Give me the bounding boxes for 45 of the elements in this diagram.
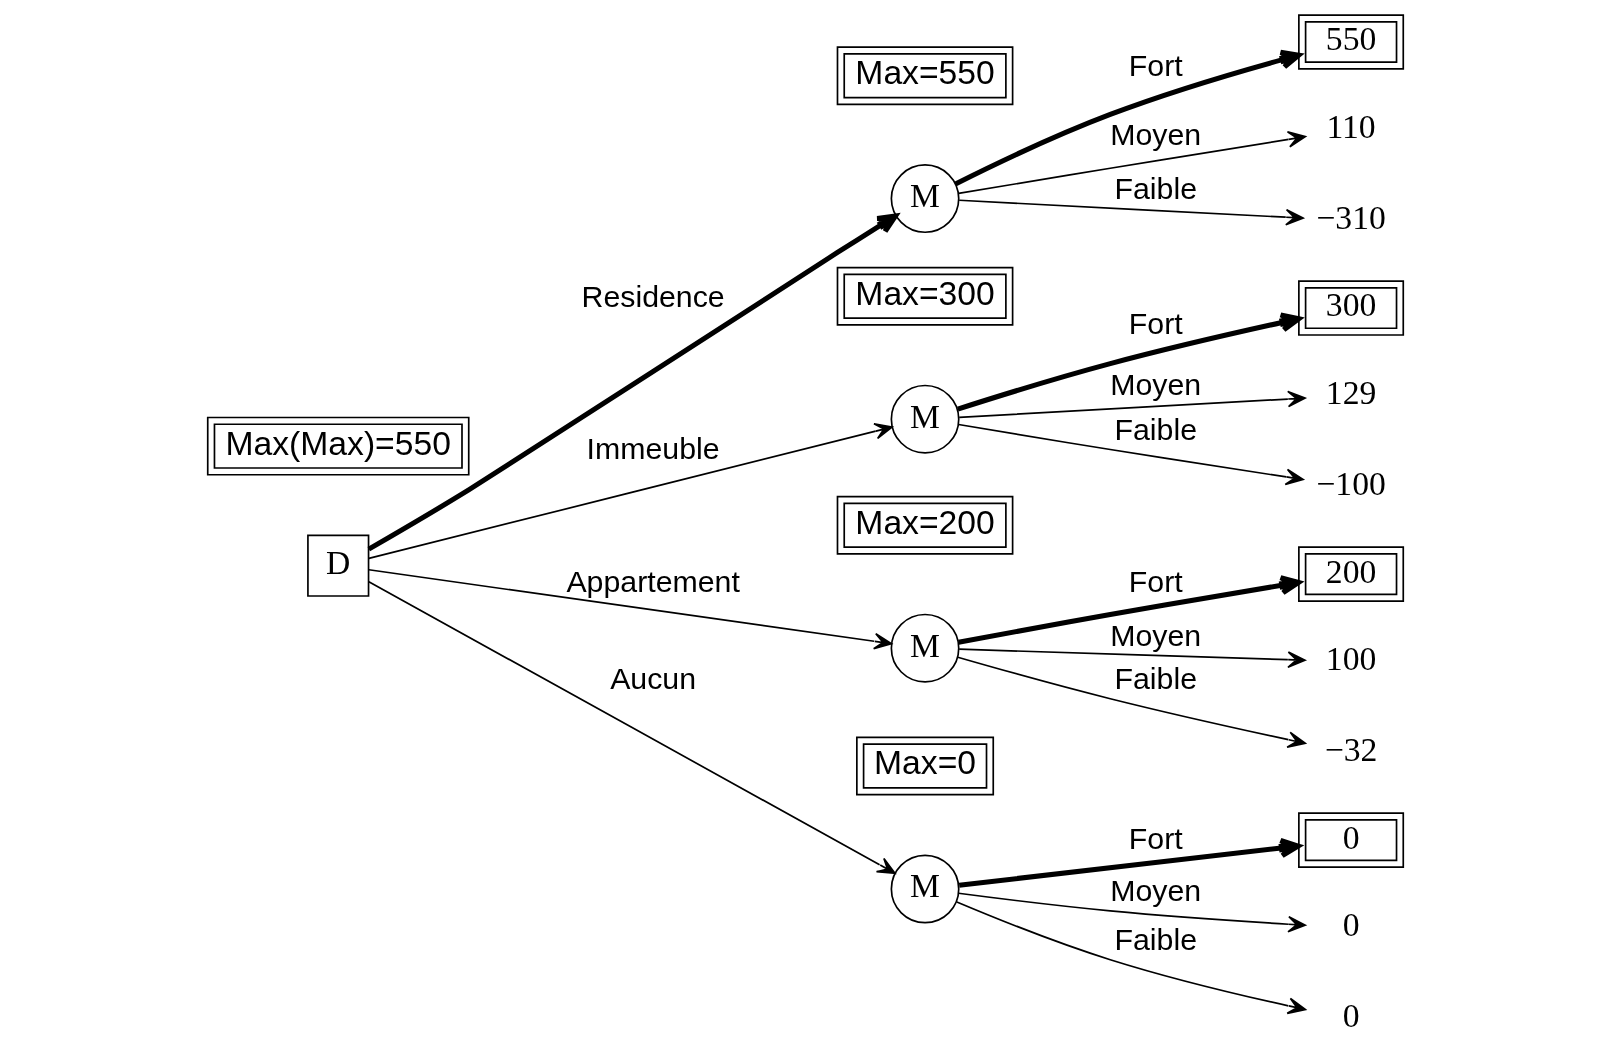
- edge-label: Faible: [1113, 662, 1197, 696]
- node-text: 129: [1325, 374, 1376, 412]
- node-circle: M: [890, 164, 960, 234]
- node-box: 0: [1297, 812, 1404, 868]
- node-text: 0: [1342, 997, 1359, 1035]
- node-text: 0: [1342, 906, 1359, 944]
- arrow: [367, 422, 893, 560]
- node-box: Max=550: [836, 46, 1013, 106]
- arrow: [957, 199, 1304, 226]
- arrow: [957, 131, 1306, 195]
- edge-label: Fort: [1128, 49, 1183, 83]
- node-box: 550: [1297, 14, 1404, 70]
- arrow: [367, 568, 892, 650]
- edge-label: Fort: [1128, 822, 1183, 856]
- arrow: [957, 892, 1306, 933]
- edge-label: Moyen: [1109, 118, 1201, 152]
- node-box: Max=200: [836, 495, 1013, 555]
- edge-label: Appartement: [565, 564, 740, 598]
- node-text: 110: [1325, 107, 1376, 145]
- edge-label: Immeuble: [586, 431, 720, 465]
- arrow: [955, 901, 1306, 1015]
- node-box: 200: [1297, 546, 1404, 602]
- node-box: Max=0: [855, 736, 994, 796]
- node-circle: M: [890, 384, 960, 454]
- node-text: −32: [1324, 731, 1377, 768]
- arrow: [367, 213, 898, 552]
- arrow: [957, 648, 1306, 669]
- node-text: −310: [1315, 198, 1386, 236]
- node-text: −100: [1315, 464, 1386, 502]
- node-text: 100: [1325, 640, 1376, 678]
- edge-label: Aucun: [609, 662, 696, 696]
- arrow: [956, 656, 1306, 748]
- node-circle: M: [890, 613, 960, 683]
- node-box: 300: [1297, 280, 1404, 336]
- arrow: [367, 580, 896, 875]
- node-box: Max=300: [836, 266, 1013, 326]
- node-circle: M: [890, 854, 960, 924]
- edge-label: Moyen: [1109, 874, 1201, 908]
- edge-label: Faible: [1113, 923, 1197, 957]
- node-box: D: [306, 534, 369, 597]
- edge-label: Faible: [1113, 413, 1197, 447]
- arrow: [957, 423, 1304, 486]
- edge-label: Residence: [581, 280, 725, 314]
- edge-label: Faible: [1113, 172, 1197, 206]
- node-box: Max(Max)=550: [206, 416, 470, 476]
